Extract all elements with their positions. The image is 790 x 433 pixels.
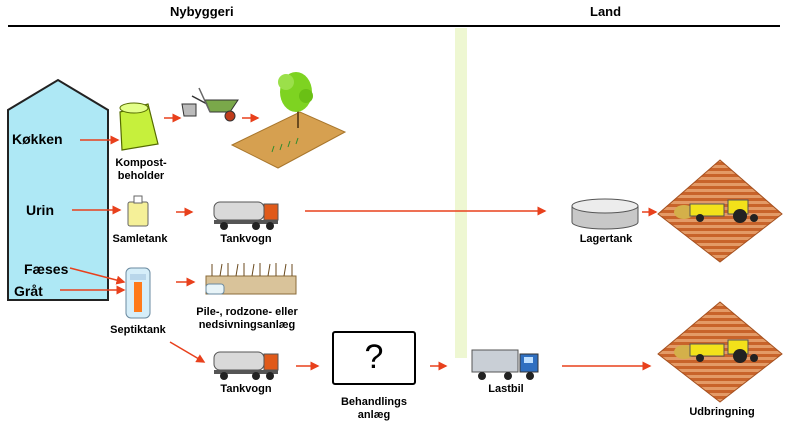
label-storage-tank: Lagertank bbox=[579, 233, 633, 245]
label-reed-bed: Pile-, rodzone- eller nedsivningsanlæg bbox=[182, 306, 312, 332]
storage-tank-icon bbox=[571, 198, 639, 230]
label-compost-bin-line1: Kompost- bbox=[115, 157, 167, 169]
label-collection-tank: Samletank bbox=[112, 233, 168, 245]
label-truck: Lastbil bbox=[488, 383, 524, 395]
garden-plot-icon bbox=[230, 72, 347, 169]
label-septic-tank: Septiktank bbox=[110, 324, 166, 336]
source-greywater: Gråt bbox=[14, 283, 43, 299]
label-tanker-top: Tankvogn bbox=[220, 233, 272, 245]
field-top-icon bbox=[657, 159, 783, 263]
house-shape bbox=[7, 78, 109, 301]
unknown-symbol: ? bbox=[364, 338, 384, 376]
header-land: Land bbox=[590, 4, 622, 19]
label-compost-bin: Kompost- beholder bbox=[102, 157, 180, 183]
tanker-truck-bottom-icon bbox=[213, 351, 279, 380]
label-treatment-plant: Behandlings anlæg bbox=[328, 396, 420, 422]
compost-bin-icon bbox=[119, 102, 159, 151]
label-compost-bin-line2: beholder bbox=[117, 170, 165, 182]
collection-tank-icon bbox=[127, 195, 149, 227]
label-reed-bed-line2: nedsivningsanlæg bbox=[198, 319, 296, 331]
label-tanker-bottom: Tankvogn bbox=[220, 383, 272, 395]
truck-icon bbox=[471, 349, 539, 380]
tanker-truck-icon bbox=[213, 201, 279, 230]
divider-band bbox=[455, 28, 467, 358]
source-urine: Urin bbox=[26, 202, 54, 218]
flow-arrows bbox=[60, 113, 658, 371]
source-feces: Fæses bbox=[24, 261, 69, 277]
reed-bed-icon bbox=[205, 263, 297, 295]
label-reed-bed-line1: Pile-, rodzone- eller bbox=[196, 306, 298, 318]
treatment-plant-box bbox=[332, 331, 416, 385]
field-bottom-icon bbox=[657, 301, 783, 403]
wheelbarrow-icon bbox=[181, 87, 239, 122]
septic-tank-icon bbox=[125, 267, 151, 319]
header-nybyggeri: Nybyggeri bbox=[170, 4, 234, 19]
arrow-feces-septic bbox=[69, 267, 126, 285]
arrow-septic-tanker bbox=[169, 341, 206, 363]
label-treatment-plant-line1: Behandlings bbox=[340, 396, 407, 408]
source-kitchen: Køkken bbox=[12, 131, 63, 147]
label-treatment-plant-line2: anlæg bbox=[357, 409, 391, 421]
label-spreading: Udbringning bbox=[689, 406, 755, 418]
